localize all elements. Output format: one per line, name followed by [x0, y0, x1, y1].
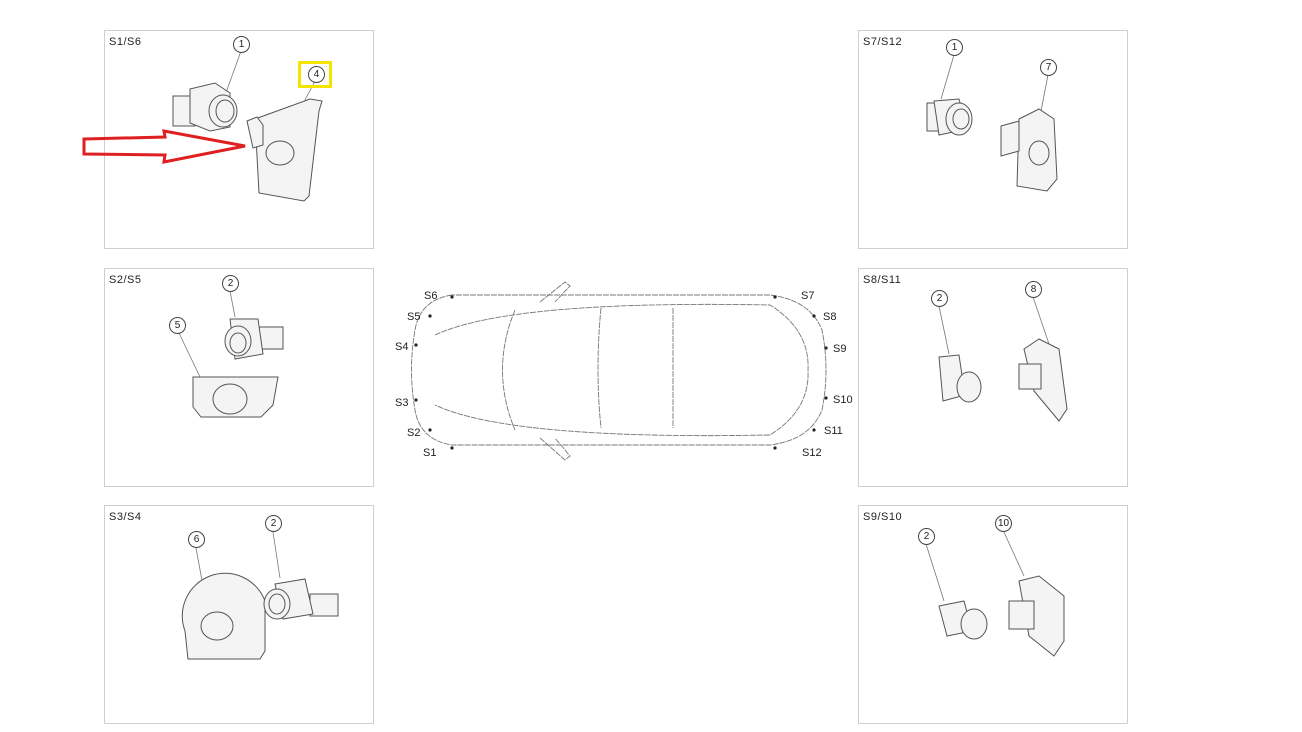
sensor-and-bracket-drawing	[926, 54, 1058, 192]
sensor-label-s10: S10	[833, 394, 853, 406]
callout-2: 2	[222, 275, 239, 292]
panel-title: S8/S11	[863, 274, 902, 286]
panel-s7-s12: S7/S12 1 7	[858, 30, 1128, 249]
callout-2: 2	[918, 528, 935, 545]
panel-title: S7/S12	[863, 36, 903, 48]
sensor-and-bracket-drawing	[178, 290, 284, 418]
panel-s3-s4: S3/S4 6 2	[104, 505, 374, 724]
callout-10: 10	[995, 515, 1012, 532]
panel-s9-s10: S9/S10 2 10	[858, 505, 1128, 724]
sensor-label-s3: S3	[395, 397, 408, 409]
callout-1: 1	[233, 36, 250, 53]
sensor-and-bracket-drawing	[172, 50, 323, 202]
panel-s2-s5: S2/S5 2 5	[104, 268, 374, 487]
sensor-label-s1: S1	[423, 447, 436, 459]
sensor-label-s5: S5	[407, 311, 420, 323]
panel-title: S1/S6	[109, 36, 142, 48]
car-top-view: S1 S2 S3 S4 S5 S6 S7 S8 S9 S10 S11 S12	[395, 281, 853, 461]
sensor-label-s8: S8	[823, 311, 836, 323]
callout-5: 5	[169, 317, 186, 334]
panel-title: S9/S10	[863, 511, 903, 523]
sensor-label-s4: S4	[395, 341, 408, 353]
sensor-label-s9: S9	[833, 343, 846, 355]
panel-title: S2/S5	[109, 274, 142, 286]
panel-s1-s6: S1/S6 1 4	[104, 30, 374, 249]
callout-8: 8	[1025, 281, 1042, 298]
sensor-label-s2: S2	[407, 427, 420, 439]
sensor-label-s11: S11	[824, 425, 843, 437]
callout-6: 6	[188, 531, 205, 548]
sensor-markers	[414, 295, 828, 450]
panel-s8-s11: S8/S11 2 8	[858, 268, 1128, 487]
sensor-label-s12: S12	[802, 447, 822, 459]
callout-4: 4	[308, 66, 325, 83]
sensor-label-s7: S7	[801, 290, 814, 302]
sensor-label-s6: S6	[424, 290, 437, 302]
sensor-and-bracket-drawing	[938, 296, 1068, 422]
callout-2: 2	[931, 290, 948, 307]
panel-title: S3/S4	[109, 511, 142, 523]
callout-2: 2	[265, 515, 282, 532]
sensor-and-bracket-drawing	[181, 531, 339, 660]
callout-7: 7	[1040, 59, 1057, 76]
callout-1: 1	[946, 39, 963, 56]
sensor-and-bracket-drawing	[925, 529, 1065, 657]
highlight-box	[298, 61, 332, 88]
